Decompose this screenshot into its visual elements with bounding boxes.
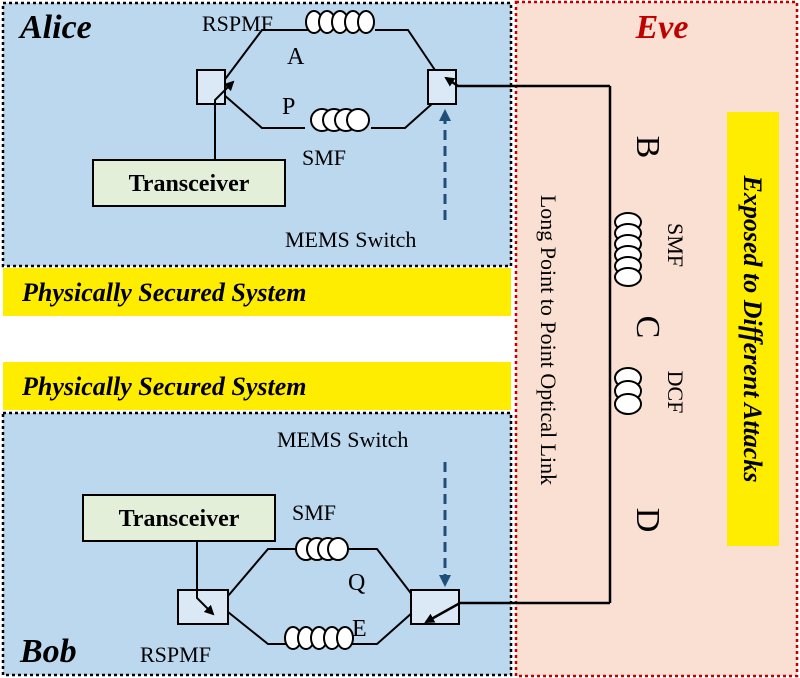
bob-smf-coil [295,537,349,561]
attacks-highlight [727,112,779,546]
point-d-label: D [629,508,666,533]
eve-smf-label: SMF [663,223,688,267]
alice-mems-label: MEMS Switch [285,227,416,252]
alice-rspmf-label: RSPMF [202,11,273,36]
secured-banner-bottom [3,362,511,410]
alice-transceiver-label: Transceiver [129,171,250,197]
secured-banner-top [3,268,511,316]
bob-panel [1,411,513,677]
bob-smf-label: SMF [292,500,336,525]
alice-path-p-label: P [282,94,295,120]
alice-panel [1,1,513,268]
bob-title: Bob [19,633,77,670]
alice-upper-arm [222,29,444,83]
bob-transceiver-box [82,494,276,542]
eve-dcf-coil [614,367,642,415]
bob-left-coupler [177,589,229,625]
alice-transceiver-box [92,159,286,207]
bob-transceiver-label: Transceiver [119,506,240,532]
optical-link-label: Long Point to Point Optical Link [536,195,561,485]
bob-lower-arm [227,611,414,645]
point-c-label: C [629,316,666,339]
bob-transceiver-arrow [196,541,215,616]
point-b-label: B [629,136,666,159]
alice-rspmf-coil [305,10,375,34]
link-top-arrow [444,76,610,88]
alice-lower-arm [222,93,444,129]
bob-upper-arm [227,548,414,597]
alice-left-coupler [196,69,226,105]
eve-smf-coil [614,212,642,287]
bob-rspmf-label: RSPMF [140,642,211,667]
bob-rspmf-coil [284,626,354,650]
alice-transceiver-arrow [214,80,235,160]
alice-smf-label: SMF [302,145,346,170]
secured-label-top: Physically Secured System [21,278,307,307]
secured-label-bottom: Physically Secured System [21,372,307,401]
alice-title: Alice [18,9,92,46]
bob-mems-label: MEMS Switch [277,427,408,452]
alice-right-coupler [427,69,457,105]
alice-path-a-label: A [287,44,305,70]
link-bottom-arrow [424,601,610,624]
attacks-label: Exposed to Different Attacks [738,175,767,483]
alice-smf-coil [310,108,370,132]
eve-dcf-label: DCF [663,371,688,414]
eve-title: Eve [635,9,689,46]
bob-path-q-label: Q [348,570,365,596]
bob-path-e-label: E [352,616,367,642]
